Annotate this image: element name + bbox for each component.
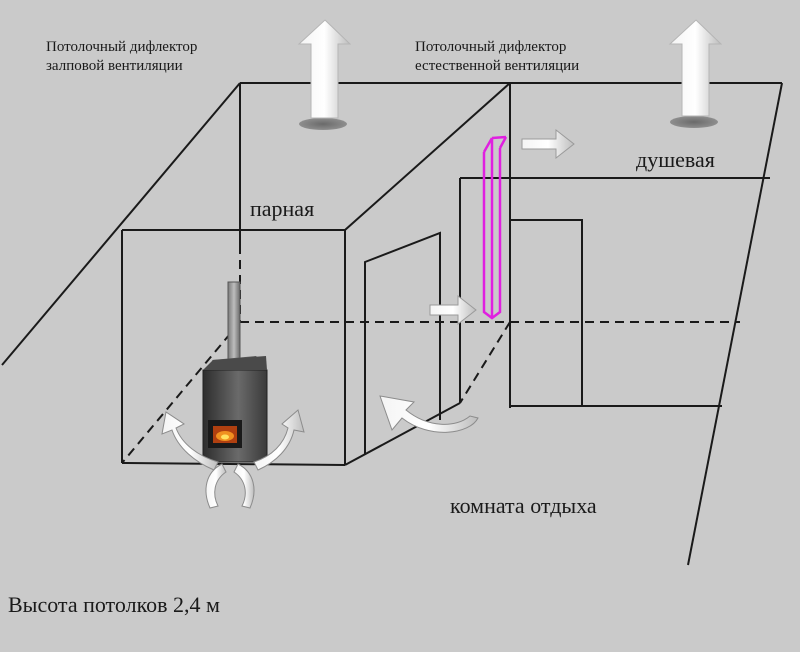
deflector-hole-left bbox=[299, 118, 347, 130]
floor-air-arrow bbox=[379, 395, 479, 433]
stove bbox=[202, 281, 268, 463]
hall-deflector-label-line1: Потолочный дифлектор bbox=[46, 39, 198, 55]
hall-deflector-arrow bbox=[297, 19, 352, 119]
natural-deflector-label: Потолочный дифлектор естественной вентил… bbox=[415, 38, 579, 76]
shower-label: душевая bbox=[636, 147, 715, 172]
natural-deflector-arrow bbox=[668, 19, 723, 117]
natural-deflector-label-line1: Потолочный дифлектор bbox=[415, 39, 567, 55]
doors bbox=[364, 219, 583, 455]
steam-room-box bbox=[121, 229, 346, 466]
rest-room-label: комната отдыха bbox=[450, 493, 597, 518]
steam-room-label: парная bbox=[250, 196, 315, 221]
deflector-hole-right bbox=[670, 116, 718, 128]
hall-deflector-label: Потолочный дифлектор залповой вентиляции bbox=[46, 38, 197, 76]
ventilation-duct bbox=[482, 135, 508, 320]
duct-inflow-arrow bbox=[429, 294, 477, 326]
natural-deflector-label-line2: естественной вентиляции bbox=[415, 58, 580, 74]
stove-air-arrows bbox=[161, 409, 305, 509]
ceiling-height-label: Высота потолков 2,4 м bbox=[8, 592, 220, 617]
shower-outflow-arrow bbox=[521, 128, 575, 160]
hall-deflector-label-line2: залповой вентиляции bbox=[46, 58, 183, 74]
